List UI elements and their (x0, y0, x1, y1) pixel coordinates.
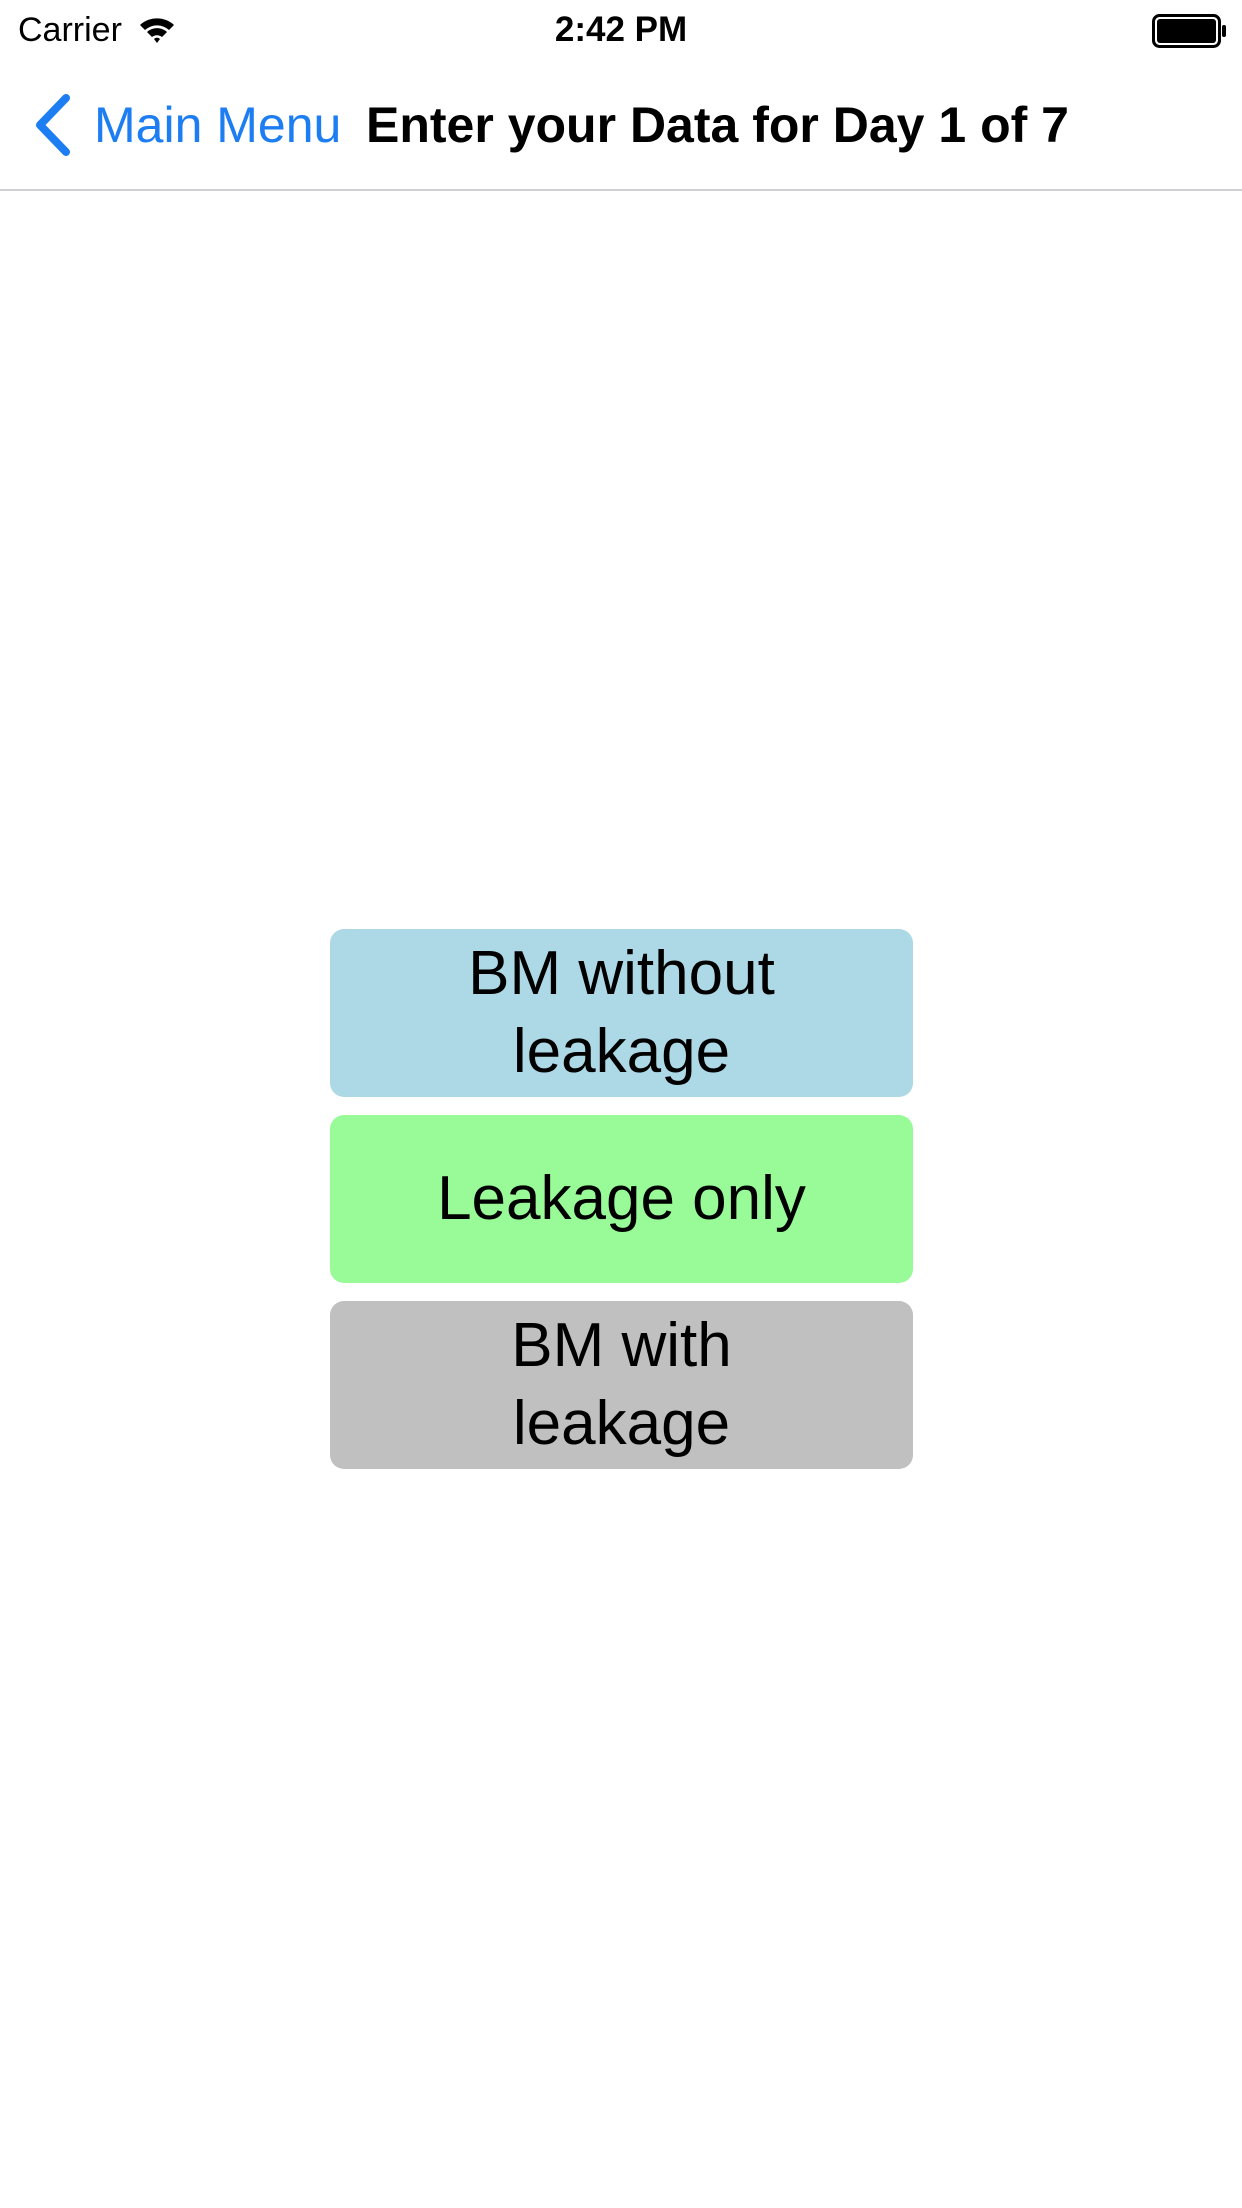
back-button-main-menu[interactable]: Main Menu (32, 90, 341, 160)
chevron-left-icon (36, 94, 70, 156)
wifi-icon (139, 18, 174, 43)
page-title: Enter your Data for Day 1 of 7 (366, 97, 1069, 153)
carrier-group: Carrier (18, 8, 176, 52)
back-button-label: Main Menu (94, 97, 342, 153)
status-bar: Carrier 2:42 PM (0, 0, 1242, 60)
battery-icon (1152, 14, 1226, 48)
leakage-only-button[interactable]: Leakage only (330, 1115, 913, 1283)
navigation-bar: Main Menu Enter your Data for Day 1 of 7 (0, 60, 1242, 191)
status-time: 2:42 PM (554, 10, 688, 49)
carrier-label: Carrier (18, 11, 122, 49)
bm-without-leakage-button[interactable]: BM without leakage (330, 929, 913, 1097)
entry-options: BM without leakage Leakage only BM with … (330, 929, 913, 1487)
bm-with-leakage-button[interactable]: BM with leakage (330, 1301, 913, 1469)
